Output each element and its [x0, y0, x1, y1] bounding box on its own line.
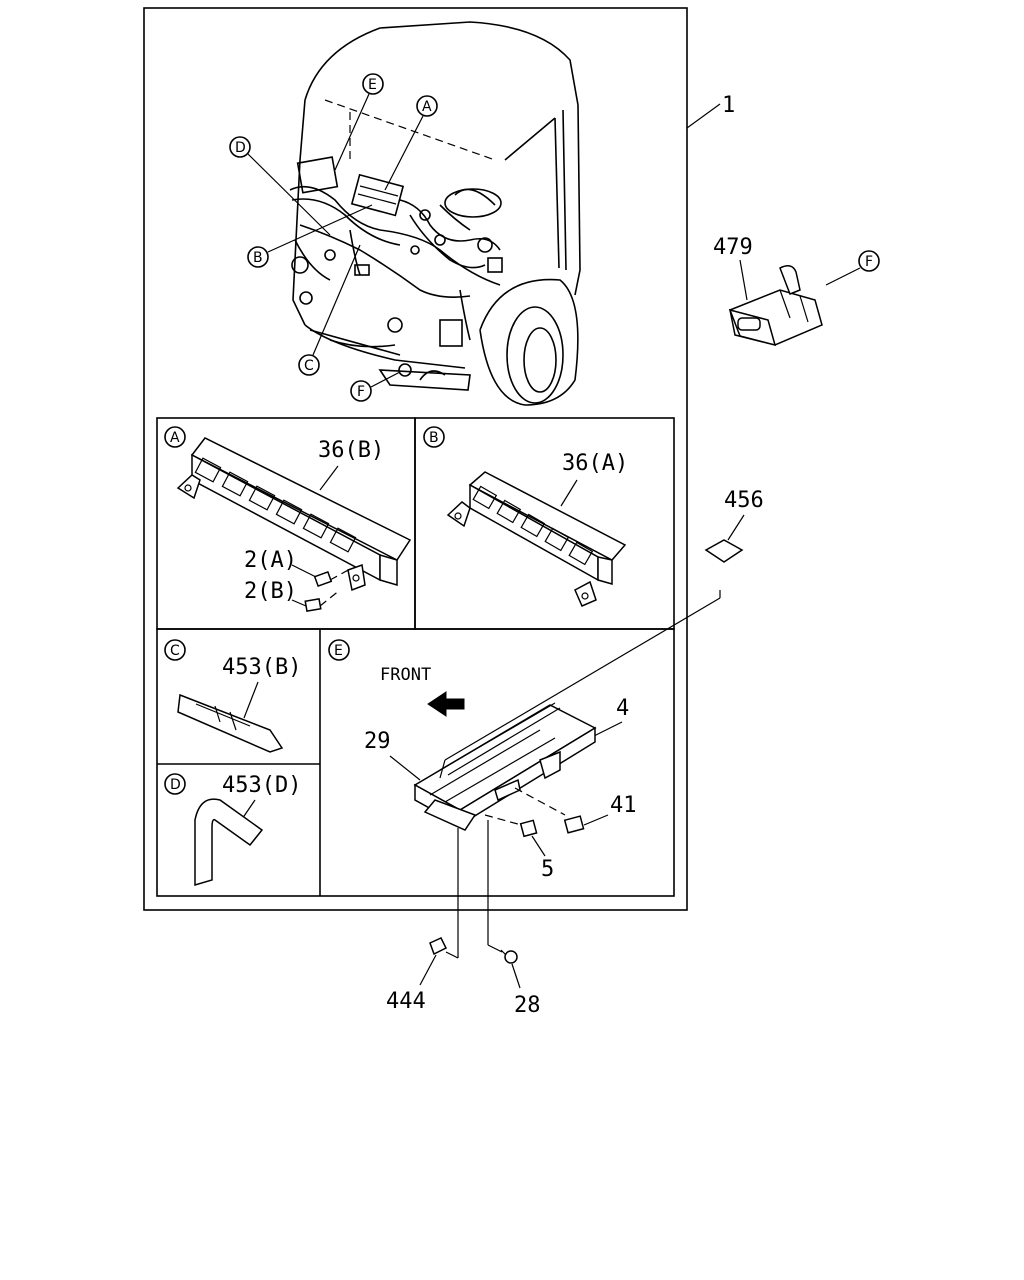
relay-2b: [304, 597, 322, 613]
svg-text:A: A: [170, 430, 180, 446]
truck-marker-c: C: [298, 244, 361, 376]
callout-29: 29: [364, 729, 391, 754]
relay-2a: [313, 570, 333, 588]
panel-c-marker: C: [164, 639, 186, 661]
connector-479: 479 F: [713, 235, 880, 347]
connector-marker-f: F: [825, 250, 880, 286]
callout-4: 4: [616, 696, 629, 721]
fuse-box-36b: [176, 437, 412, 592]
panel-e: E FRONT 4 29 41 5: [328, 590, 721, 882]
callout-28: 28: [514, 993, 541, 1018]
callout-36b: 36(B): [318, 438, 384, 463]
panel-d-marker: D: [164, 773, 186, 795]
tape-453b: [177, 693, 284, 753]
fuse-box-36a: [446, 471, 627, 607]
callout-479: 479: [713, 235, 753, 260]
callout-456: 456: [724, 488, 764, 513]
callout-5: 5: [541, 857, 554, 882]
svg-text:B: B: [253, 250, 263, 266]
callout-2a: 2(A): [244, 548, 297, 573]
truck-marker-f: F: [350, 371, 401, 402]
pad-456: 456: [704, 488, 764, 563]
clip-41: [563, 815, 585, 834]
svg-text:E: E: [334, 643, 343, 659]
panel-a-marker: A: [164, 426, 186, 448]
callout-444: 444: [386, 989, 426, 1014]
tape-453d: [194, 798, 264, 887]
svg-text:D: D: [235, 140, 246, 156]
panel-b-marker: B: [423, 426, 445, 448]
svg-text:F: F: [865, 254, 873, 270]
panel-a: A 36(B) 2(A) 2(B): [164, 426, 412, 613]
svg-text:B: B: [429, 430, 439, 446]
leader-1: [686, 103, 721, 129]
bolt-28: 28: [487, 820, 541, 1018]
svg-text:F: F: [357, 384, 365, 400]
svg-text:D: D: [170, 777, 181, 793]
svg-text:C: C: [170, 643, 180, 659]
bracket-assembly: [413, 702, 597, 831]
truck-marker-a: A: [384, 95, 438, 191]
svg-text:A: A: [422, 99, 432, 115]
panel-e-marker: E: [328, 639, 350, 661]
svg-text:C: C: [304, 358, 314, 374]
truck-marker-d: D: [229, 136, 331, 236]
panel-c: C 453(B): [164, 639, 301, 753]
panel-cde-frame: [156, 628, 675, 897]
panel-b: B 36(A): [423, 426, 628, 607]
callout-2b: 2(B): [244, 579, 297, 604]
callout-41: 41: [610, 793, 637, 818]
front-label: FRONT: [380, 665, 431, 685]
main-frame: [143, 7, 688, 911]
svg-text:E: E: [368, 77, 377, 93]
callout-36a: 36(A): [562, 451, 628, 476]
clip-444: 444: [386, 828, 459, 1014]
callout-453b: 453(B): [222, 655, 301, 680]
clip-5: [519, 819, 538, 838]
callout-1: 1: [722, 93, 735, 118]
truck-marker-e: E: [334, 73, 384, 171]
front-arrow: [427, 691, 465, 717]
truck-cab-drawing: [289, 21, 581, 406]
panel-d: D 453(D): [164, 773, 301, 887]
callout-453d: 453(D): [222, 773, 301, 798]
truck-marker-b: B: [247, 204, 373, 268]
